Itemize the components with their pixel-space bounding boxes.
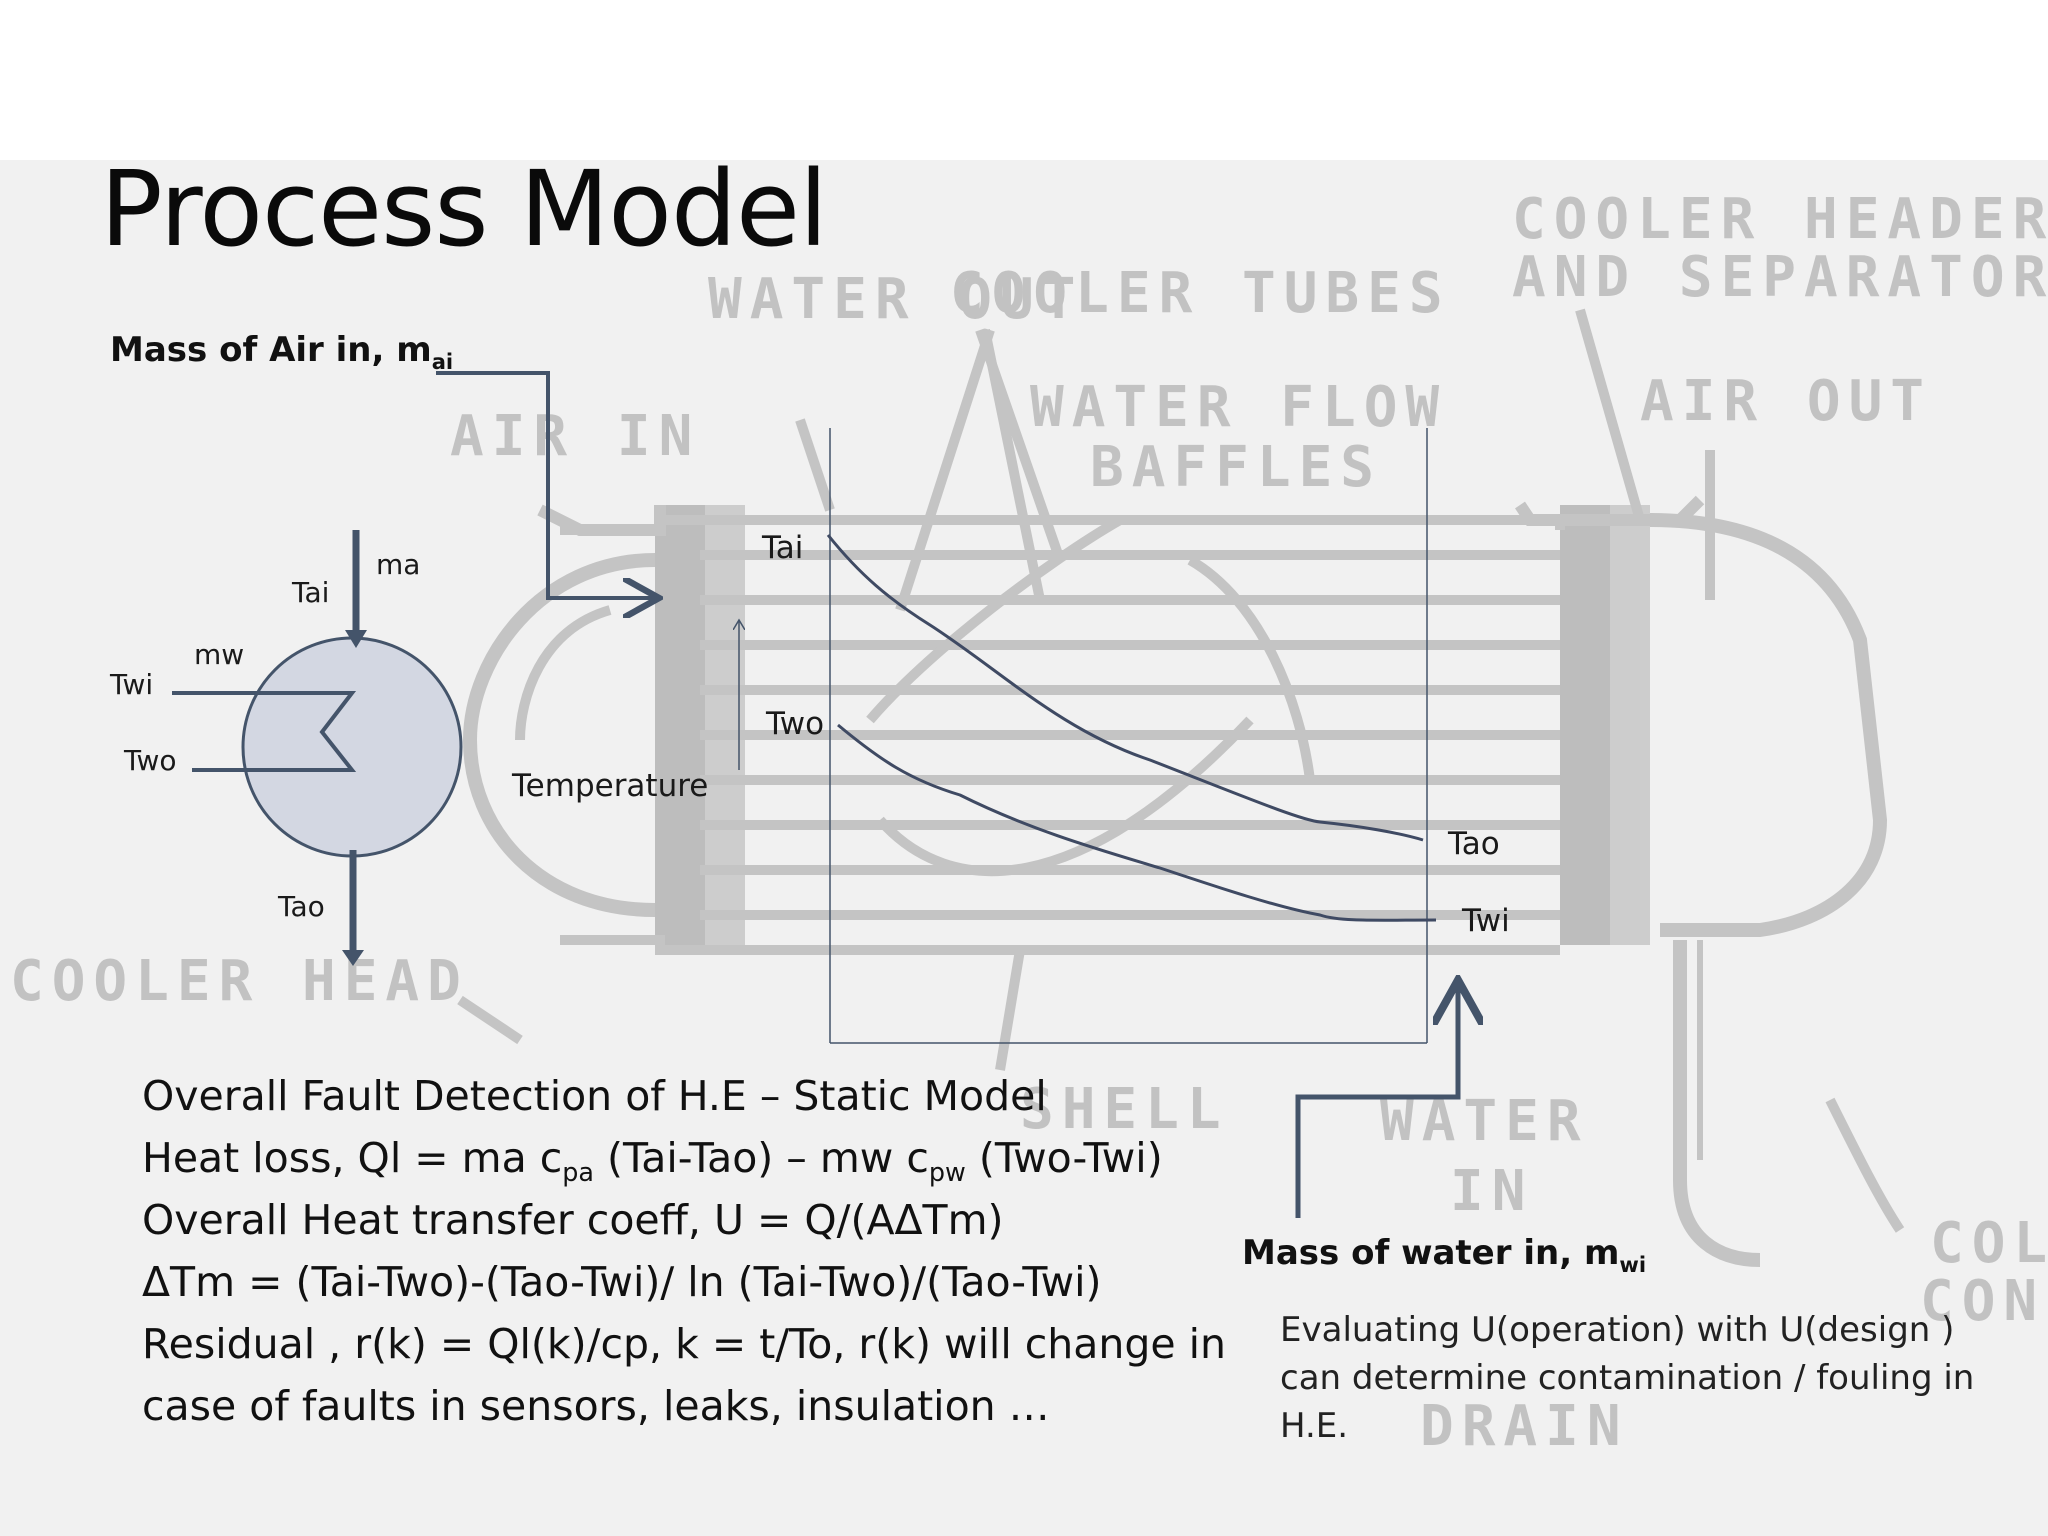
- bg-label-water-flow: WATER FLOW: [1030, 375, 1447, 440]
- schematic-label-ma: ma: [376, 548, 421, 581]
- water-mass-label: Mass of water in, mwi: [1242, 1233, 1646, 1277]
- profile-label-tao: Tao: [1448, 826, 1500, 862]
- schematic-label-tai: Tai: [292, 576, 330, 609]
- water-mass-text: Mass of water in, m: [1242, 1233, 1620, 1273]
- bg-label-water: WATER: [1380, 1089, 1589, 1154]
- bg-label-baffles: BAFFLES: [1090, 435, 1382, 500]
- equation-line-6: case of faults in sensors, leaks, insula…: [142, 1382, 1050, 1430]
- air-mass-label: Mass of Air in, mai: [110, 330, 453, 374]
- temperature-axis-label: Temperature: [512, 768, 709, 804]
- air-temperature-curve: [826, 534, 1424, 842]
- air-mass-subscript: ai: [431, 348, 454, 374]
- bg-label-cooler-tubes: COOLER TUBES: [950, 261, 1451, 326]
- schematic-label-mw: mw: [194, 638, 245, 671]
- heat-loss-subscript-pa: pa: [562, 1157, 594, 1188]
- note-line-1: Evaluating U(operation) with U(design ): [1280, 1310, 1955, 1350]
- bg-label-cooler-head: COOLER HEAD: [10, 949, 469, 1014]
- water-coil: [172, 691, 357, 772]
- water-temperature-curve: [837, 723, 1437, 922]
- bg-label-air-in: AIR IN: [450, 404, 700, 469]
- equation-line-5: Residual , r(k) = Ql(k)/cp, k = t/To, r(…: [142, 1320, 1227, 1368]
- profile-label-two: Two: [766, 706, 825, 742]
- bg-label-cond: COND: [1920, 1269, 2048, 1334]
- air-in-arrow: [436, 371, 655, 598]
- bg-label-col: COL: [1930, 1211, 2048, 1276]
- schematic-label-twi: Twi: [110, 668, 154, 701]
- bg-label-shell: SHELL: [1020, 1077, 1229, 1142]
- note-line-3: H.E.: [1280, 1406, 1349, 1446]
- heat-loss-text-a: Heat loss, Ql = ma c: [142, 1134, 563, 1182]
- bg-label-drain: DRAIN: [1420, 1394, 1629, 1459]
- equation-line-4: ΔTm = (Tai-Two)-(Tao-Twi)/ ln (Tai-Two)/…: [142, 1258, 1102, 1306]
- water-mass-subscript: wi: [1619, 1251, 1647, 1277]
- equation-line-2: Heat loss, Ql = ma cpa (Tai-Tao) – mw cp…: [142, 1134, 1163, 1187]
- heat-loss-text-b: (Tai-Tao) – mw c: [593, 1134, 929, 1182]
- air-mass-text: Mass of Air in, m: [110, 330, 432, 370]
- exchanger-vessel: [241, 636, 463, 858]
- air-outlet-arrowhead: [342, 950, 364, 966]
- equation-line-3: Overall Heat transfer coeff, U = Q/(AΔTm…: [142, 1196, 1004, 1244]
- heat-loss-text-c: (Two-Twi): [965, 1134, 1163, 1182]
- bg-label-and-separator: AND SEPARATOR: [1512, 245, 2048, 310]
- schematic-label-two: Two: [124, 744, 177, 777]
- note-line-2: can determine contamination / fouling in: [1280, 1358, 1975, 1398]
- bg-label-air-out: AIR OUT: [1640, 369, 1932, 434]
- bg-label-in: IN: [1450, 1159, 1533, 1224]
- schematic-label-tao: Tao: [278, 890, 325, 923]
- profile-label-tai: Tai: [762, 530, 804, 566]
- profile-label-twi: Twi: [1462, 903, 1510, 939]
- bg-label-cooler-header: COOLER HEADER: [1512, 187, 2048, 252]
- heat-loss-subscript-pw: pw: [928, 1157, 966, 1188]
- air-inlet-arrowhead: [345, 630, 367, 648]
- water-in-arrow: [1295, 985, 1458, 1218]
- equation-line-1: Overall Fault Detection of H.E – Static …: [142, 1072, 1047, 1120]
- bg-label-water-out-1: WATER OUT: [708, 267, 1083, 332]
- page-title: Process Model: [100, 148, 828, 270]
